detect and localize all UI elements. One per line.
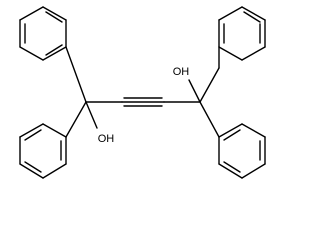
phenyl-ring-bottom-right [218,123,266,179]
phenyl-ring-bottom-left [19,123,67,179]
right-carbinol-center [188,67,220,138]
phenyl-ring-top-right [218,6,266,69]
left-carbinol-center [65,46,98,138]
hydroxyl-label-right: OH [173,66,190,78]
structural-formula: OH OH [19,6,266,179]
phenyl-ring-top-left [19,6,67,61]
alkyne-triple-bond [85,97,201,107]
hydroxyl-label-left: OH [98,133,115,145]
